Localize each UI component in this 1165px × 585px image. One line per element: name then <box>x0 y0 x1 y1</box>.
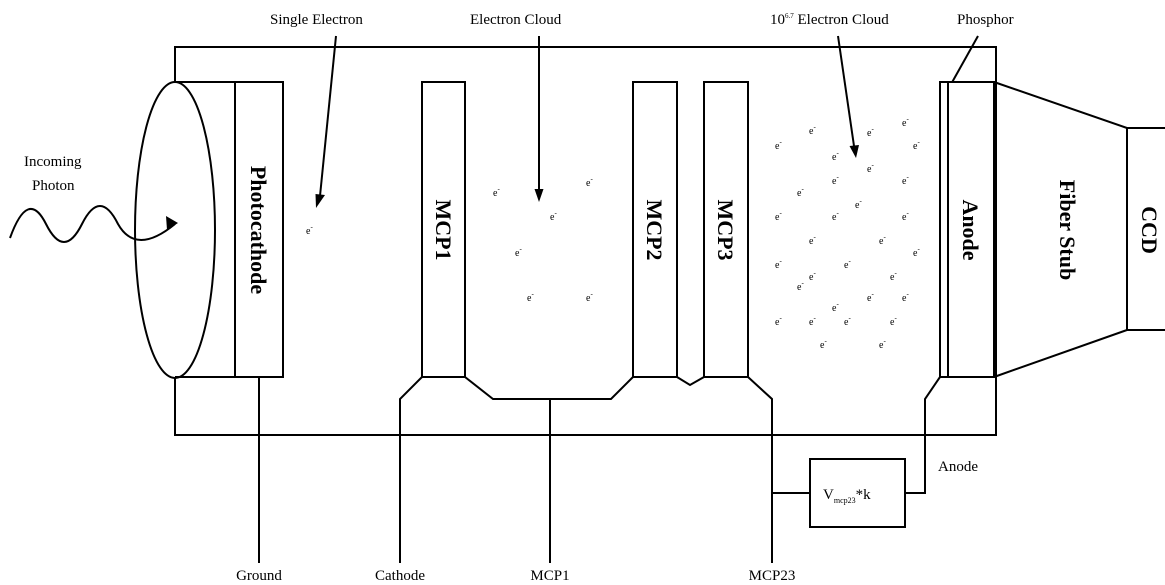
arrow-single-electron-head <box>315 194 325 208</box>
electron: e- <box>867 161 874 175</box>
electron: e- <box>879 233 886 247</box>
electron: e- <box>867 125 874 139</box>
electron: e- <box>586 175 593 189</box>
electron: e- <box>890 314 897 328</box>
label-fiber-stub: Fiber Stub <box>1055 180 1080 280</box>
electron: e- <box>844 314 851 328</box>
label-incoming-line1: Incoming <box>24 154 82 170</box>
wire-to-anode <box>905 376 941 494</box>
electron: e- <box>809 314 816 328</box>
voltage-prefix: V <box>823 487 834 503</box>
electron-group: e- e- e- e- e- e- e- e- e- e- e- e- e- e… <box>306 115 920 351</box>
arrow-big-cloud-head <box>849 145 859 158</box>
photon-wave <box>9 205 176 243</box>
label-big-electron-cloud: 106.7 Electron Cloud <box>770 12 889 28</box>
wire-mcp1-mcp2 <box>464 376 634 400</box>
mcp2-plate <box>632 81 678 378</box>
terminal-ground: Ground <box>236 568 282 584</box>
terminal-mcp1: MCP1 <box>530 568 569 584</box>
arrow-big-cloud <box>837 35 855 147</box>
label-anode-side: Anode <box>938 459 978 475</box>
electron: e- <box>855 197 862 211</box>
electron: e- <box>775 314 782 328</box>
electron: e- <box>809 233 816 247</box>
intensifier-housing <box>174 46 997 436</box>
label-electron-cloud: Electron Cloud <box>470 12 562 28</box>
label-phosphor: Phosphor <box>957 12 1014 28</box>
electron-single: e- <box>306 223 313 237</box>
label-single-electron: Single Electron <box>270 12 363 28</box>
electron: e- <box>493 185 500 199</box>
electron: e- <box>527 290 534 304</box>
electron: e- <box>832 300 839 314</box>
wiring <box>258 376 941 563</box>
label-photocathode: Photocathode <box>246 166 271 295</box>
wire-mcp2-mcp3 <box>676 376 705 387</box>
electron: e- <box>515 245 522 259</box>
electron: e- <box>902 115 909 129</box>
electron: e- <box>775 209 782 223</box>
electron: e- <box>832 173 839 187</box>
electron: e- <box>913 138 920 152</box>
electron: e- <box>844 257 851 271</box>
ccd-outline <box>1126 127 1165 331</box>
electron: e- <box>586 290 593 304</box>
label-mcp2: MCP2 <box>642 199 667 260</box>
voltage-subscript: mcp23 <box>834 496 856 505</box>
electron: e- <box>809 123 816 137</box>
terminal-cathode: Cathode <box>375 568 425 584</box>
label-ccd: CCD <box>1137 206 1162 254</box>
electron: e- <box>775 257 782 271</box>
arrow-phosphor <box>949 35 979 87</box>
voltage-multiplier-label: Vmcp23*k <box>823 487 871 505</box>
electron: e- <box>902 173 909 187</box>
electron: e- <box>797 185 804 199</box>
voltage-multiplier-box <box>809 458 906 528</box>
arrow-electron-cloud-head <box>534 189 544 202</box>
electron: e- <box>902 290 909 304</box>
electron: e- <box>879 337 886 351</box>
electron: e- <box>797 279 804 293</box>
electron: e- <box>890 269 897 283</box>
label-incoming-line2: Photon <box>32 178 75 194</box>
label-mcp1: MCP1 <box>431 199 456 260</box>
label-anode: Anode <box>958 199 983 260</box>
entrance-window <box>134 81 216 379</box>
wire-mcp23 <box>747 376 773 563</box>
electron: e- <box>820 337 827 351</box>
electron: e- <box>775 138 782 152</box>
mcp1-plate <box>421 81 466 378</box>
terminal-mcp23: MCP23 <box>749 568 796 584</box>
electron: e- <box>550 209 557 223</box>
electron: e- <box>809 269 816 283</box>
electron: e- <box>832 209 839 223</box>
big-cloud-rest: Electron Cloud <box>794 12 889 28</box>
photon-arrow-head <box>166 216 178 230</box>
label-mcp3: MCP3 <box>713 199 738 260</box>
electron: e- <box>867 290 874 304</box>
mcp3-plate <box>703 81 749 378</box>
arrow-single-electron <box>319 35 337 197</box>
big-cloud-exponent: 6.7 <box>785 12 794 20</box>
voltage-suffix: *k <box>856 487 872 503</box>
wire-cathode <box>399 376 423 563</box>
big-cloud-base: 10 <box>770 12 785 28</box>
electron: e- <box>902 209 909 223</box>
photocathode-plate <box>234 81 284 378</box>
electron: e- <box>913 245 920 259</box>
electron: e- <box>832 149 839 163</box>
